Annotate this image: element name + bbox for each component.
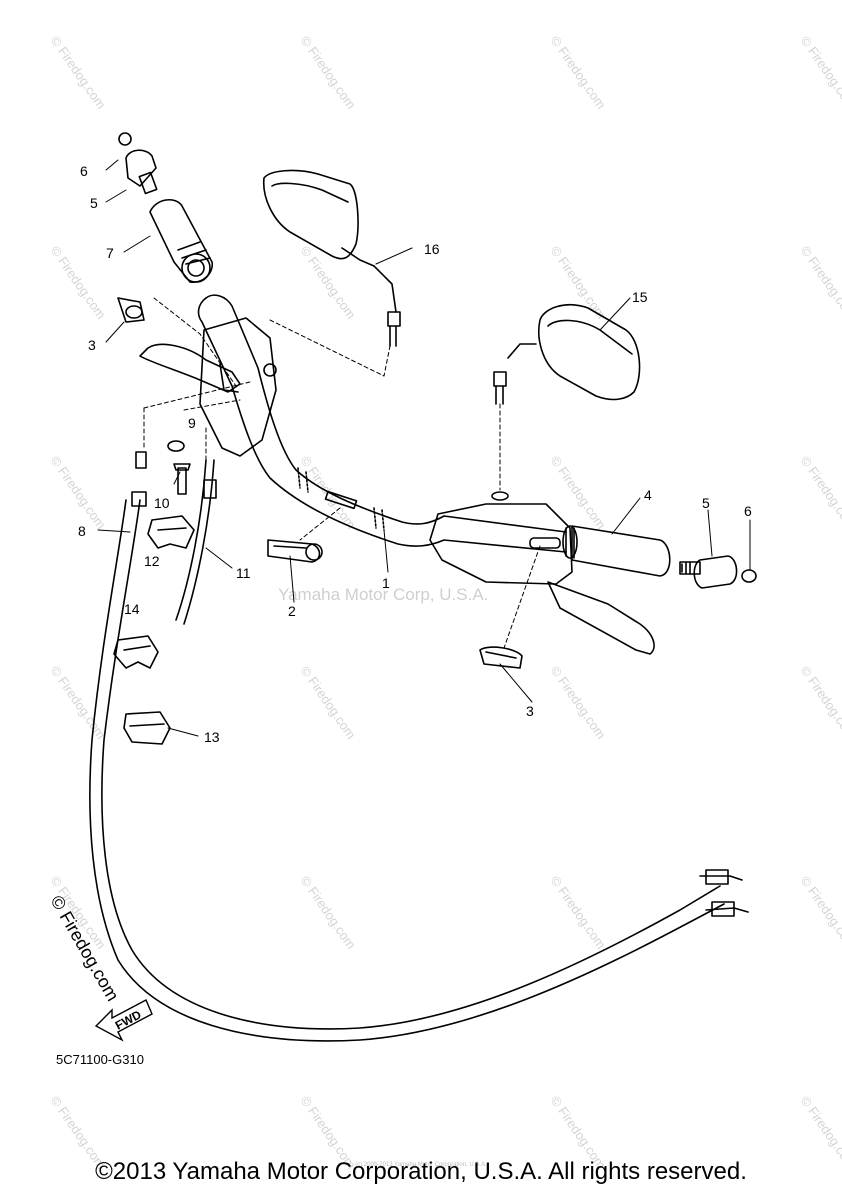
watermark-tile: © Firedog.com — [798, 453, 842, 532]
callout-13: 13 — [204, 729, 220, 745]
left-grip — [150, 200, 212, 282]
sleeve — [268, 540, 322, 562]
center-watermark: Yamaha Motor Corp, U.S.A. — [278, 585, 488, 604]
watermark-tile: © Firedog.com — [298, 663, 359, 742]
watermark-tile: © Firedog.com — [798, 243, 842, 322]
callout-12: 12 — [144, 553, 160, 569]
callout-5-left: 5 — [90, 195, 98, 211]
callout-3-right: 3 — [526, 703, 534, 719]
callout-15: 15 — [632, 289, 648, 305]
callout-2: 2 — [288, 603, 296, 619]
clamp-14 — [114, 636, 158, 668]
throttle-cables — [90, 452, 748, 1041]
fwd-arrow: FWD — [96, 1000, 152, 1040]
callout-6-left: 6 — [80, 163, 88, 179]
watermark-tile: © Firedog.com — [298, 33, 359, 112]
left-bar-end — [119, 133, 157, 194]
copyright-notice: ©2013 Yamaha Motor Corporation, U.S.A. A… — [95, 1158, 747, 1185]
left-mirror — [264, 171, 400, 346]
callout-8: 8 — [78, 523, 86, 539]
left-control-housing — [140, 318, 276, 456]
watermark-tile: © Firedog.com — [798, 873, 842, 952]
callout-labels: 1 2 3 3 4 5 5 6 6 7 8 9 10 11 12 13 14 1… — [78, 163, 752, 745]
right-bar-end — [680, 556, 756, 588]
callout-7: 7 — [106, 245, 114, 261]
right-grommet — [480, 647, 522, 668]
handlebar — [199, 295, 566, 552]
watermark-tile: © Firedog.com — [48, 33, 109, 112]
callout-5-right: 5 — [702, 495, 710, 511]
callout-6-right: 6 — [744, 503, 752, 519]
leader-lines — [98, 160, 750, 736]
right-mirror — [494, 305, 640, 404]
watermark-tile: © Firedog.com — [548, 873, 609, 952]
watermark-tile: © Firedog.com — [798, 663, 842, 742]
callout-1: 1 — [382, 575, 390, 591]
right-grip — [563, 526, 670, 576]
callout-10: 10 — [154, 495, 170, 511]
watermark-tile: © Firedog.com — [548, 33, 609, 112]
washer — [168, 441, 184, 451]
watermark-tile: © Firedog.com — [548, 453, 609, 532]
diagram-code: 5C71100-G310 — [56, 1052, 144, 1067]
clamp-12 — [148, 516, 194, 548]
callout-11: 11 — [236, 565, 251, 581]
callout-3-left: 3 — [88, 337, 96, 353]
watermark-tile: © Firedog.com — [298, 873, 359, 952]
watermark-tile: © Firedog.com — [548, 243, 609, 322]
right-control-housing — [430, 492, 654, 654]
small-copyright: (c) 2005-2013 Yamaha Motor Corporation, … — [355, 1162, 487, 1168]
callout-16: 16 — [424, 241, 440, 257]
callout-9: 9 — [188, 415, 196, 431]
watermark-tile: © Firedog.com — [48, 453, 109, 532]
screw — [174, 464, 190, 494]
watermark-tile: © Firedog.com — [548, 663, 609, 742]
left-grommet — [118, 298, 144, 322]
callout-4: 4 — [644, 487, 652, 503]
callout-14: 14 — [124, 601, 140, 617]
watermark-tile: © Firedog.com — [48, 243, 109, 322]
clamp-13 — [124, 712, 170, 744]
watermark-tile: © Firedog.com — [798, 33, 842, 112]
